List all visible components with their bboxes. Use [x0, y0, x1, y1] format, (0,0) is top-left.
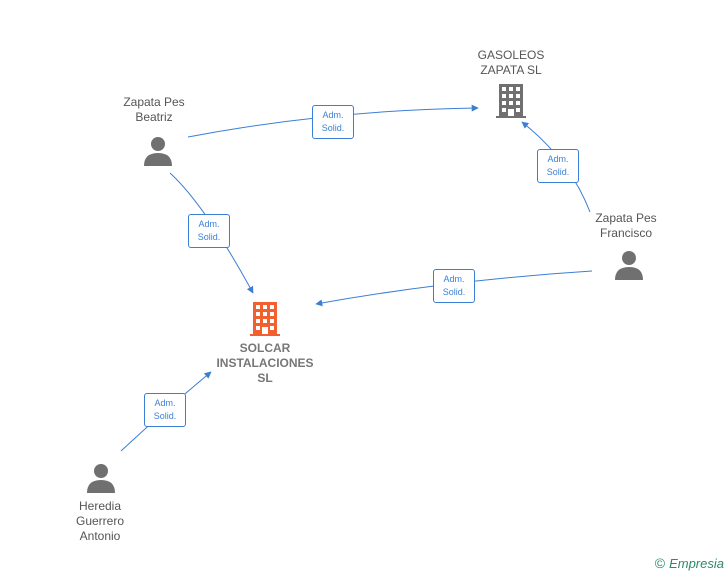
- person-icon: [144, 137, 172, 166]
- empresia-watermark: ©Empresia: [655, 555, 724, 571]
- edge-label-beatriz-solcar: Adm. Solid.: [188, 214, 230, 248]
- copyright-symbol: ©: [654, 555, 666, 571]
- edge-label-francisco-solcar: Adm. Solid.: [433, 269, 475, 303]
- node-label-heredia[interactable]: Heredia Guerrero Antonio: [75, 499, 125, 543]
- edge-label-beatriz-gasoleos: Adm. Solid.: [312, 105, 354, 139]
- building-icon: [250, 302, 280, 336]
- edge-label-heredia-solcar: Adm. Solid.: [144, 393, 186, 427]
- node-label-francisco[interactable]: Zapata Pes Francisco: [595, 211, 657, 240]
- building-icon: [496, 84, 526, 118]
- node-label-beatriz[interactable]: Zapata Pes Beatriz: [123, 95, 185, 124]
- edge-label-francisco-gasoleos: Adm. Solid.: [537, 149, 579, 183]
- person-icon: [87, 464, 115, 493]
- node-label-solcar[interactable]: SOLCAR INSTALACIONES SL: [216, 341, 314, 385]
- node-label-gasoleos[interactable]: GASOLEOS ZAPATA SL: [477, 48, 545, 77]
- person-icon: [615, 251, 643, 280]
- empresia-logo: Empresia: [669, 556, 724, 571]
